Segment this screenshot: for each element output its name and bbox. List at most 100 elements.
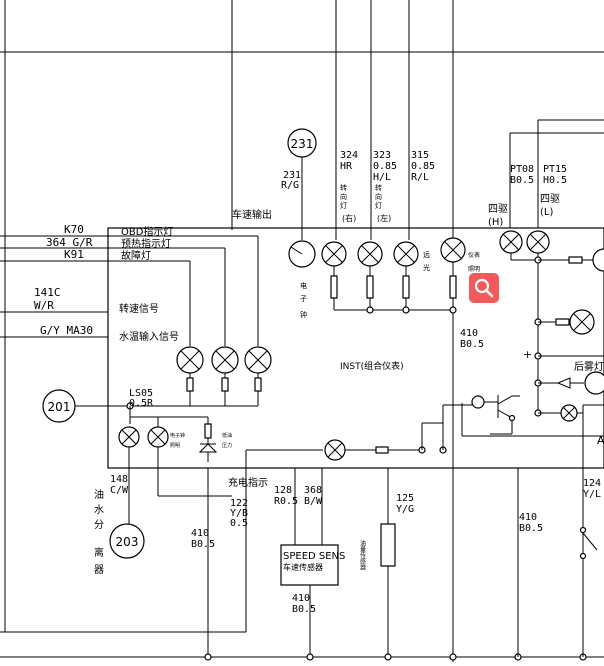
svg-text:Y/G: Y/G [396,504,414,515]
svg-text:仪表: 仪表 [468,251,480,259]
svg-text:(左): (左) [377,213,391,223]
right-lamp-3 [560,404,578,422]
small-lamp-2 [147,426,169,448]
preheat-lamp [211,346,239,374]
svg-text:SPEED SENS: SPEED SENS [283,551,345,562]
svg-text:B0.5: B0.5 [519,523,543,534]
svg-text:231: 231 [283,170,301,181]
svg-text:(L): (L) [540,207,553,218]
svg-text:323: 323 [373,150,391,161]
svg-text:PT15: PT15 [543,164,567,175]
svg-text:W/R: W/R [34,299,54,312]
svg-text:K70: K70 [64,223,84,236]
svg-text:122: 122 [230,498,248,509]
svg-text:故障灯: 故障灯 [121,249,151,262]
svg-text:368: 368 [304,485,322,496]
svg-text:子: 子 [300,295,307,303]
svg-text:0.85: 0.85 [411,161,435,172]
svg-text:电: 电 [300,281,307,290]
instrument-light-lamp [440,237,466,263]
connector-201 [42,389,76,423]
right-lamp-2 [569,309,595,335]
svg-text:OBD指示灯: OBD指示灯 [121,225,173,238]
svg-text:R/G: R/G [281,180,299,191]
svg-text:B0.5: B0.5 [510,175,534,186]
svg-text:128: 128 [274,485,292,496]
svg-text:141C: 141C [34,286,61,299]
svg-text:410: 410 [292,593,310,604]
svg-text:照明: 照明 [170,443,180,449]
fuel-sensor [380,523,396,567]
svg-text:410: 410 [460,328,478,339]
svg-text:水: 水 [94,504,104,516]
svg-text:转: 转 [375,183,382,192]
svg-text:201: 201 [48,400,71,414]
svg-text:124: 124 [583,478,601,489]
turn-right-lamp [321,241,347,267]
svg-text:B/W: B/W [304,496,323,507]
svg-text:410: 410 [191,528,209,539]
svg-text:油: 油 [94,488,104,501]
svg-text:125: 125 [396,493,414,504]
svg-text:压力: 压力 [222,442,232,449]
connector-231-label: 231 [291,137,314,151]
svg-text:水温输入信号: 水温输入信号 [119,330,179,343]
zoom-button[interactable] [469,273,499,303]
svg-text:K91: K91 [64,248,84,261]
svg-text:0.85: 0.85 [373,161,397,172]
fault-lamp [244,346,272,374]
svg-text:324: 324 [340,150,358,161]
svg-text:分: 分 [94,519,104,531]
svg-text:B0.5: B0.5 [292,604,316,615]
svg-text:电子钟: 电子钟 [170,432,185,439]
4wd-high-lamp [499,230,523,254]
4wd-low-lamp [526,230,550,254]
svg-text:C/W: C/W [110,485,129,496]
turn-left-lamp [357,241,383,267]
svg-text:+: + [523,348,532,361]
svg-text:转: 转 [340,183,347,192]
svg-text:364 G/R: 364 G/R [46,236,93,249]
svg-text:器: 器 [94,564,104,576]
transistor-symbol [471,395,485,409]
svg-text:向: 向 [375,192,382,201]
high-beam-lamp [393,241,419,267]
svg-text:A: A [597,434,604,447]
magnifier-icon [474,278,494,298]
svg-text:R0.5: R0.5 [274,496,298,507]
svg-text:R/L: R/L [411,172,429,183]
svg-text:后雾灯: 后雾灯 [574,361,604,373]
svg-text:钟: 钟 [300,310,307,319]
svg-text:B0.5: B0.5 [191,539,215,550]
svg-text:H/L: H/L [373,172,391,183]
svg-text:G/Y MA30: G/Y MA30 [40,324,93,337]
svg-text:充电指示: 充电指示 [228,476,268,489]
svg-text:(H): (H) [488,217,503,228]
svg-text:(右): (右) [342,213,356,223]
svg-text:B0.5: B0.5 [460,339,484,350]
svg-text:灯: 灯 [340,201,347,210]
svg-text:灯: 灯 [375,201,382,210]
svg-text:0.5R: 0.5R [129,398,154,409]
svg-text:148: 148 [110,474,128,485]
svg-text:315: 315 [411,150,429,161]
obd-lamp [176,346,204,374]
speed-sensor [280,544,339,586]
inst-title: INST(组合仪表) [340,360,404,372]
svg-text:203: 203 [116,535,139,549]
svg-text:四驱: 四驱 [488,203,508,215]
svg-text:光: 光 [423,263,430,272]
svg-text:离: 离 [94,546,104,559]
svg-text:车速传感器: 车速传感器 [283,562,323,572]
svg-text:410: 410 [519,512,537,523]
svg-text:0.5: 0.5 [230,518,248,529]
inst-box [107,227,604,469]
svg-text:向: 向 [340,192,347,201]
svg-text:Y/L: Y/L [583,489,601,500]
small-lamp-1 [118,426,140,448]
svg-text:HR: HR [340,161,353,172]
svg-text:H0.5: H0.5 [543,175,567,186]
svg-text:PT08: PT08 [510,164,534,175]
svg-text:远: 远 [423,251,430,259]
svg-text:转速信号: 转速信号 [119,302,159,315]
